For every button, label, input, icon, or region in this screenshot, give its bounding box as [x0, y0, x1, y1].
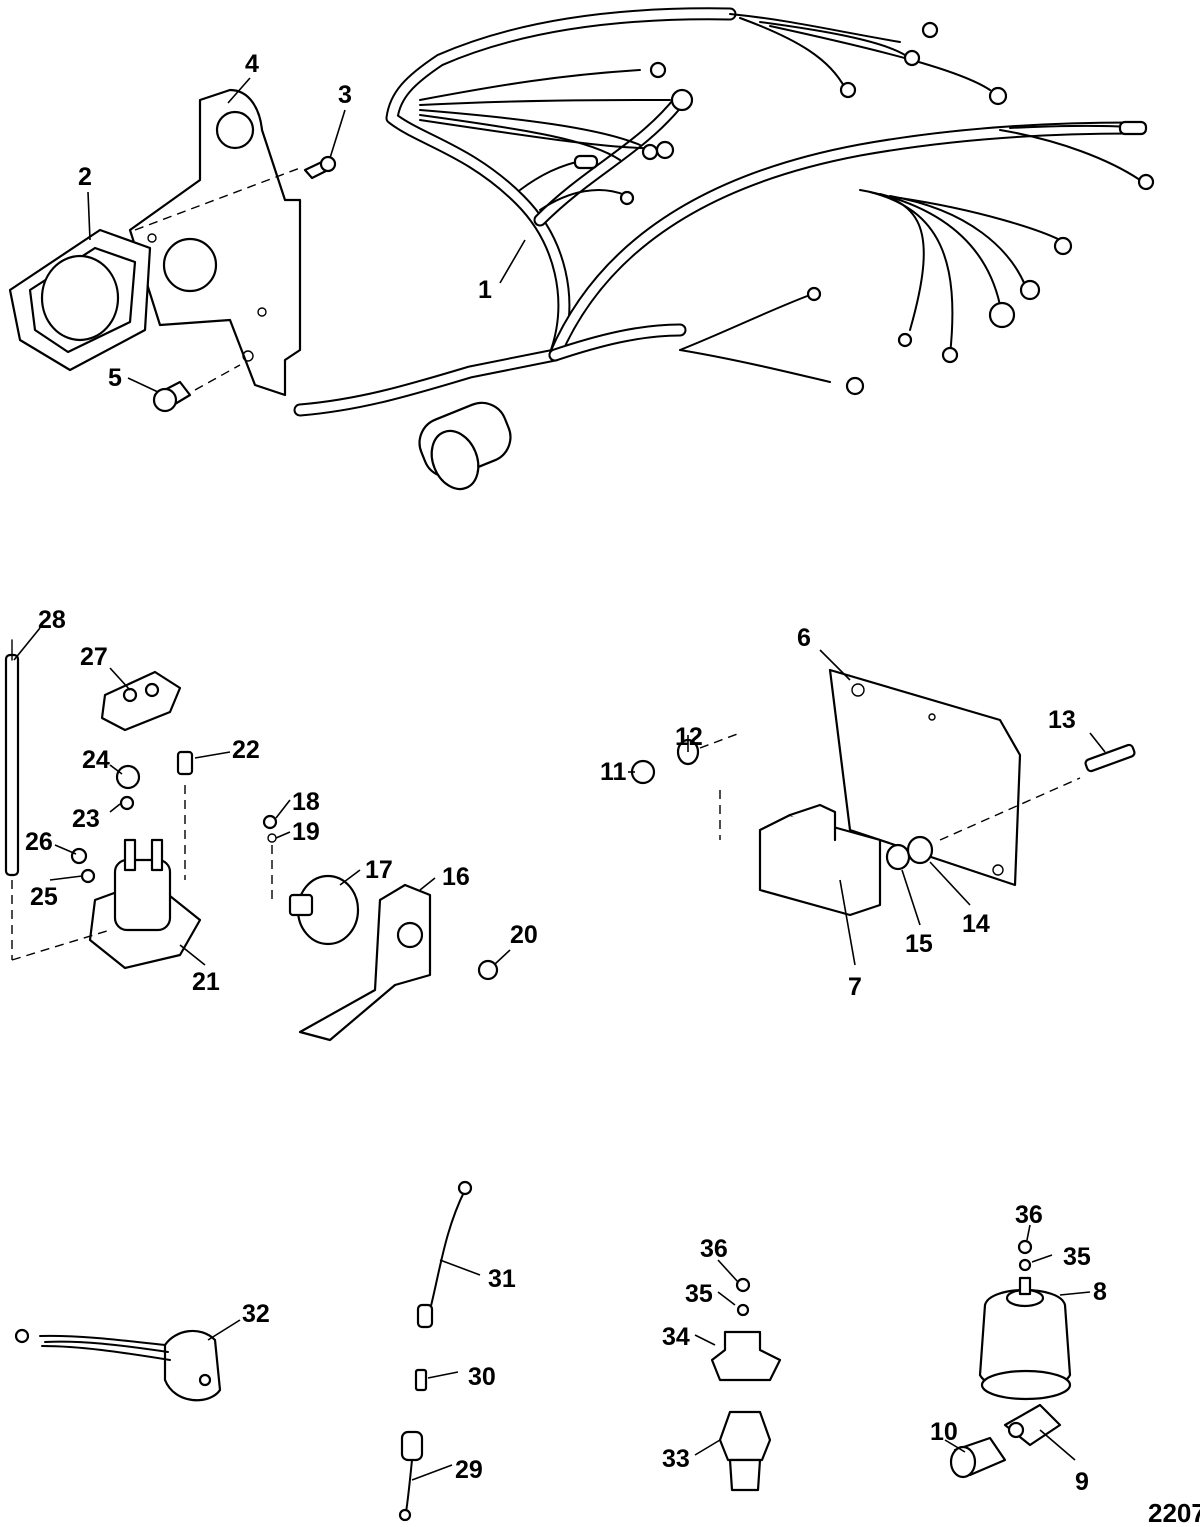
callout-label: 14: [962, 910, 990, 938]
oil-pressure-sender-assembly: [949, 1239, 1072, 1479]
callout-label: 8: [1093, 1278, 1107, 1306]
callout-label: 25: [30, 883, 58, 911]
callout-label: 23: [72, 805, 100, 833]
callout-label: 4: [245, 50, 259, 78]
callout-label: 13: [1048, 706, 1076, 734]
callout-label: 19: [292, 818, 320, 846]
callout-label: 15: [905, 930, 933, 958]
callout-label: 7: [848, 973, 862, 1001]
callout-label: 24: [82, 746, 110, 774]
callout-label: 33: [662, 1445, 690, 1473]
callout-label: 36: [700, 1235, 728, 1263]
callout-label: 29: [455, 1456, 483, 1484]
callout-label: 17: [365, 856, 393, 884]
callout-label: 31: [488, 1265, 516, 1293]
callout-label: 18: [292, 788, 320, 816]
callout-label: 21: [192, 968, 220, 996]
callout-label: 3: [338, 81, 352, 109]
callout-label: 11: [600, 758, 627, 786]
callout-label: 35: [685, 1280, 713, 1308]
bracket-assembly: [8, 88, 337, 413]
callout-label: 1: [478, 276, 492, 304]
solenoid-assembly: [4, 639, 202, 970]
callout-label: 35: [1063, 1243, 1091, 1271]
callout-label: 30: [468, 1363, 496, 1391]
switch-bracket-assembly: [262, 814, 499, 1042]
module-plate-assembly: [630, 668, 1136, 917]
callout-label: 36: [1015, 1201, 1043, 1229]
callout-labels: 1 2 3 4 5 6 7 8 9 10 11 12 13 14 15 16 1…: [25, 50, 1107, 1496]
callout-label: 16: [442, 863, 470, 891]
callout-label: 32: [242, 1300, 270, 1328]
figure-number: 2207: [1148, 1498, 1200, 1527]
leader-lines: [13, 77, 1106, 1481]
pressure-switch-assembly: [710, 1277, 782, 1492]
callout-label: 26: [25, 828, 53, 856]
callout-label: 9: [1075, 1468, 1089, 1496]
callout-label: 10: [930, 1418, 958, 1446]
callout-label: 20: [510, 921, 538, 949]
callout-label: 12: [675, 723, 703, 751]
sensor-with-leads: [14, 1328, 222, 1402]
callout-label: 2: [78, 163, 92, 191]
callout-label: 27: [80, 643, 108, 671]
wiring-harness: [293, 7, 1155, 491]
sender-lead-assembly: [398, 1180, 473, 1522]
callout-label: 22: [232, 736, 260, 764]
callout-label: 6: [797, 624, 811, 652]
callout-label: 34: [662, 1323, 690, 1351]
callout-label: 5: [108, 364, 122, 392]
callout-label: 28: [38, 606, 66, 634]
